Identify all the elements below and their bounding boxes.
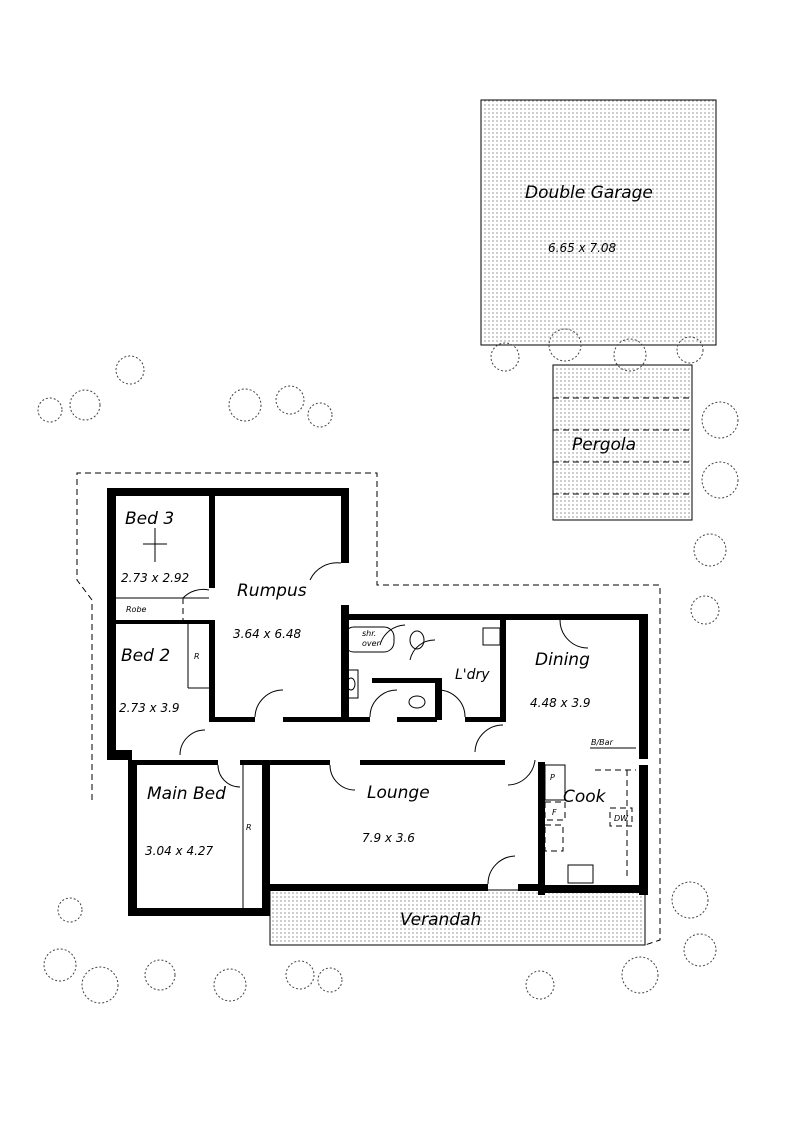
verandah-area [269, 889, 646, 946]
room-label-pergola: Pergola [572, 435, 636, 455]
room-label-verandah: Verandah [400, 910, 481, 930]
fridge-label: F [552, 808, 557, 817]
breakfast-bar-label: B/Bar [591, 738, 614, 747]
room-label-laundry: L'dry [455, 667, 490, 683]
garage-area [480, 99, 717, 346]
room-label-bed3: Bed 3 [125, 509, 174, 529]
room-label-dining: Dining [535, 650, 590, 670]
room-dims-lounge: 7.9 x 3.6 [362, 831, 415, 845]
pergola-area [552, 364, 693, 521]
room-dims-rumpus: 3.64 x 6.48 [233, 627, 302, 641]
robe-mark-bed2: R [194, 652, 200, 661]
room-label-robe: Robe [126, 605, 147, 614]
room-label-main-bed: Main Bed [147, 784, 226, 804]
shower-over-label-2: over [362, 639, 381, 648]
room-dims-dining: 4.48 x 3.9 [530, 696, 591, 710]
boundary-line [76, 472, 661, 946]
room-dims-bed2: 2.73 x 3.9 [119, 701, 180, 715]
pantry-label: P [550, 773, 555, 782]
landscaping [37, 328, 739, 1004]
room-label-garage: Double Garage [525, 183, 653, 203]
room-label-bed2: Bed 2 [121, 646, 170, 666]
room-dims-main-bed: 3.04 x 4.27 [145, 844, 214, 858]
shower-over-label-1: shr. [362, 629, 376, 638]
room-label-lounge: Lounge [367, 783, 430, 803]
walls [107, 488, 648, 916]
doors [179, 562, 589, 885]
dishwasher-label: DW [614, 814, 629, 823]
fixtures [116, 528, 636, 908]
room-label-cook: Cook [563, 787, 607, 807]
room-label-rumpus: Rumpus [237, 581, 307, 601]
room-dims-bed3: 2.73 x 2.92 [121, 571, 189, 585]
room-dims-garage: 6.65 x 7.08 [548, 241, 617, 255]
robe-mark-main-bed: R [246, 823, 252, 832]
